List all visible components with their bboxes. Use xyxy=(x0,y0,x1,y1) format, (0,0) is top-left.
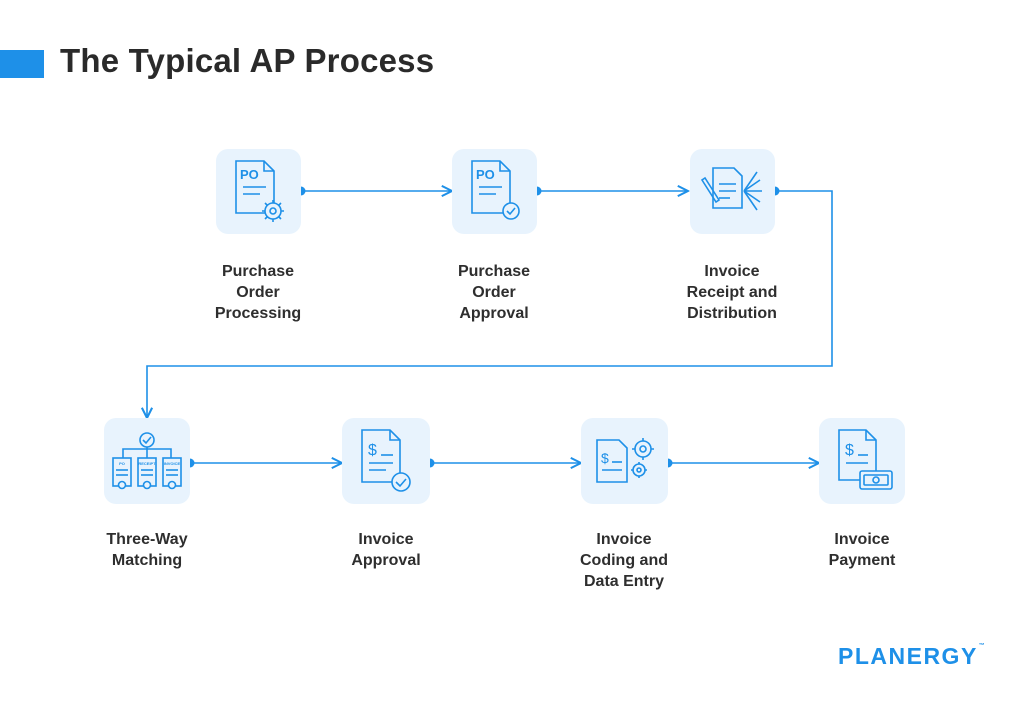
document-distribution-icon xyxy=(690,149,775,234)
po-document-gear-icon: PO xyxy=(216,149,301,234)
step-label-invoice-approval: Invoice Approval xyxy=(351,531,421,569)
svg-text:PO: PO xyxy=(240,167,259,182)
trademark-mark: ™ xyxy=(978,643,987,649)
invoice-gears-icon: $ xyxy=(581,418,668,504)
three-way-match-icon: PO RECEIPT INVOICE xyxy=(104,418,190,504)
svg-text:$: $ xyxy=(601,450,609,466)
planergy-logo: PLANERGY™ xyxy=(838,643,986,670)
step-label-purchase-order-processing: Purchase Order Processing xyxy=(214,263,302,322)
svg-text:RECEIPT: RECEIPT xyxy=(138,461,156,466)
step-label-three-way-matching: Three-Way Matching xyxy=(106,531,188,569)
svg-text:$: $ xyxy=(368,442,377,459)
svg-text:$: $ xyxy=(845,442,854,459)
step-label-purchase-order-approval: Purchase Order Approval xyxy=(457,263,531,322)
invoice-payment-icon: $ xyxy=(819,418,905,504)
invoice-check-icon: $ xyxy=(342,418,430,504)
po-document-check-icon: PO xyxy=(452,149,537,234)
step-label-invoice-receipt-distribution: Invoice Receipt and Distribution xyxy=(686,263,778,322)
svg-text:PO: PO xyxy=(119,461,125,466)
svg-text:INVOICE: INVOICE xyxy=(164,461,181,466)
svg-text:PO: PO xyxy=(476,167,495,182)
step-label-invoice-payment: Invoice Payment xyxy=(828,531,896,569)
step-label-invoice-coding-data-entry: Invoice Coding and Data Entry xyxy=(580,531,668,590)
brand-name: PLANERGY xyxy=(838,643,978,669)
connectors xyxy=(147,190,833,463)
page-title: The Typical AP Process xyxy=(60,42,435,79)
connector-3-4 xyxy=(147,190,833,418)
title-accent-bar xyxy=(0,50,44,78)
